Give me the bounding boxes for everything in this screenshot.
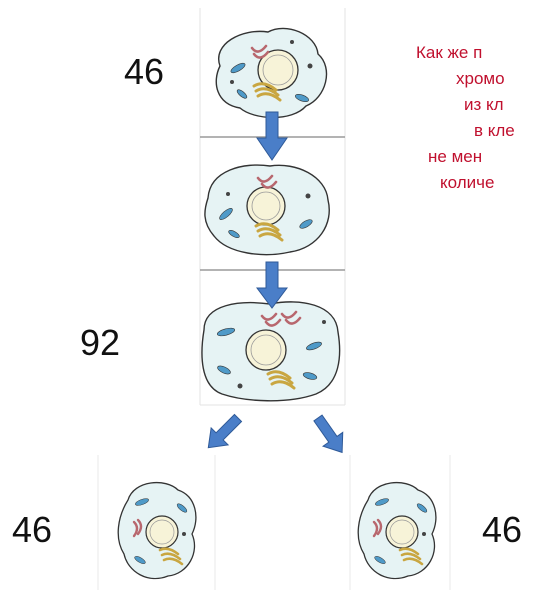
- question-line: в кле: [474, 121, 515, 140]
- question-text: Как же п хромо из кл в кле не мен количе: [398, 40, 535, 196]
- chromosome-count-stage-3: 92: [80, 322, 121, 363]
- golgi: [252, 82, 282, 102]
- down-arrow-2: [256, 261, 288, 309]
- diagonal-arrow-left: [207, 413, 243, 449]
- question-line: Как же п: [416, 43, 483, 62]
- diagonal-arrow-right: [313, 414, 344, 454]
- question-line: из кл: [464, 95, 504, 114]
- question-line: не мен: [428, 147, 483, 166]
- chromosome-count-stage-1: 46: [124, 51, 165, 92]
- nucleus: [245, 329, 287, 371]
- er: [250, 44, 270, 59]
- chromosome-count-daughter-left: 46: [12, 509, 53, 550]
- question-line: количе: [440, 173, 495, 192]
- nucleus: [257, 49, 299, 91]
- chromosome-count-daughter-right: 46: [482, 509, 523, 550]
- down-arrow-1: [256, 111, 288, 161]
- question-line: хромо: [456, 69, 505, 88]
